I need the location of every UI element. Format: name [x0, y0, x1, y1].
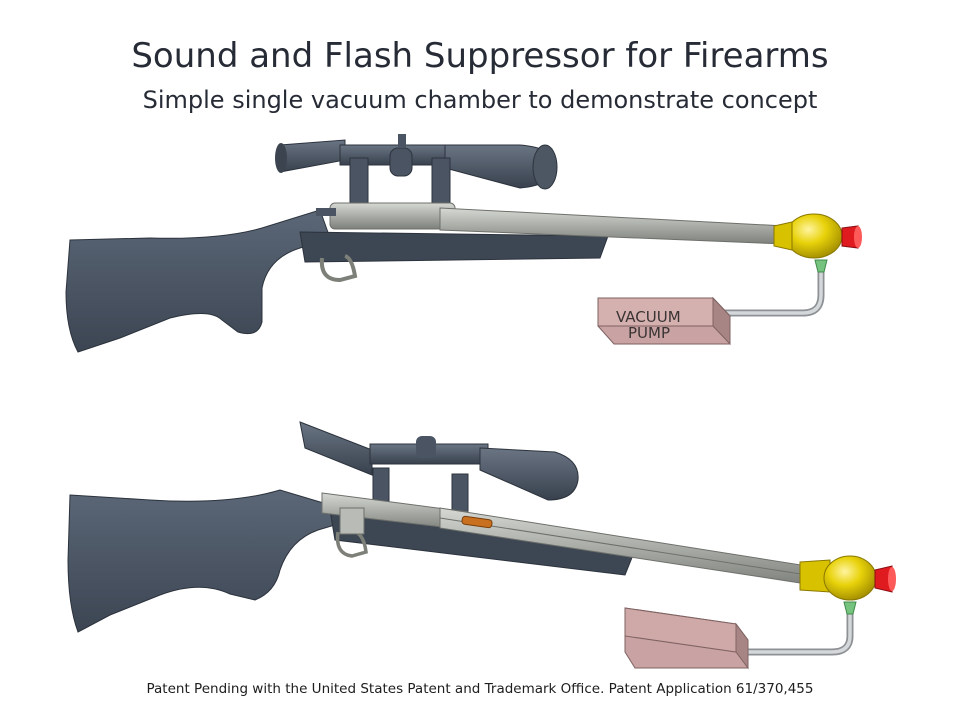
- slide-subtitle: Simple single vacuum chamber to demonstr…: [142, 86, 818, 114]
- top-vacuum-pump: VACUUM PUMP: [597, 296, 731, 346]
- top-suppressor: [773, 213, 862, 259]
- top-rifle: VACUUM PUMP: [65, 134, 862, 353]
- bottom-hose: [740, 602, 854, 656]
- pump-label-pump: PUMP: [628, 324, 670, 342]
- slide-title: Sound and Flash Suppressor for Firearms: [131, 36, 829, 76]
- bottom-vacuum-pump: [624, 607, 749, 670]
- bottom-stock: [67, 489, 346, 633]
- pump-label-vacuum: VACUUM: [616, 308, 681, 326]
- bottom-rifle-cutaway: [67, 421, 896, 670]
- patent-footer: Patent Pending with the United States Pa…: [146, 681, 814, 697]
- bottom-suppressor: [799, 555, 896, 601]
- bottom-scope: [299, 421, 579, 515]
- top-scope: [275, 134, 558, 209]
- top-hose: [720, 260, 825, 317]
- bullet: [461, 515, 493, 529]
- top-stock: [65, 209, 331, 353]
